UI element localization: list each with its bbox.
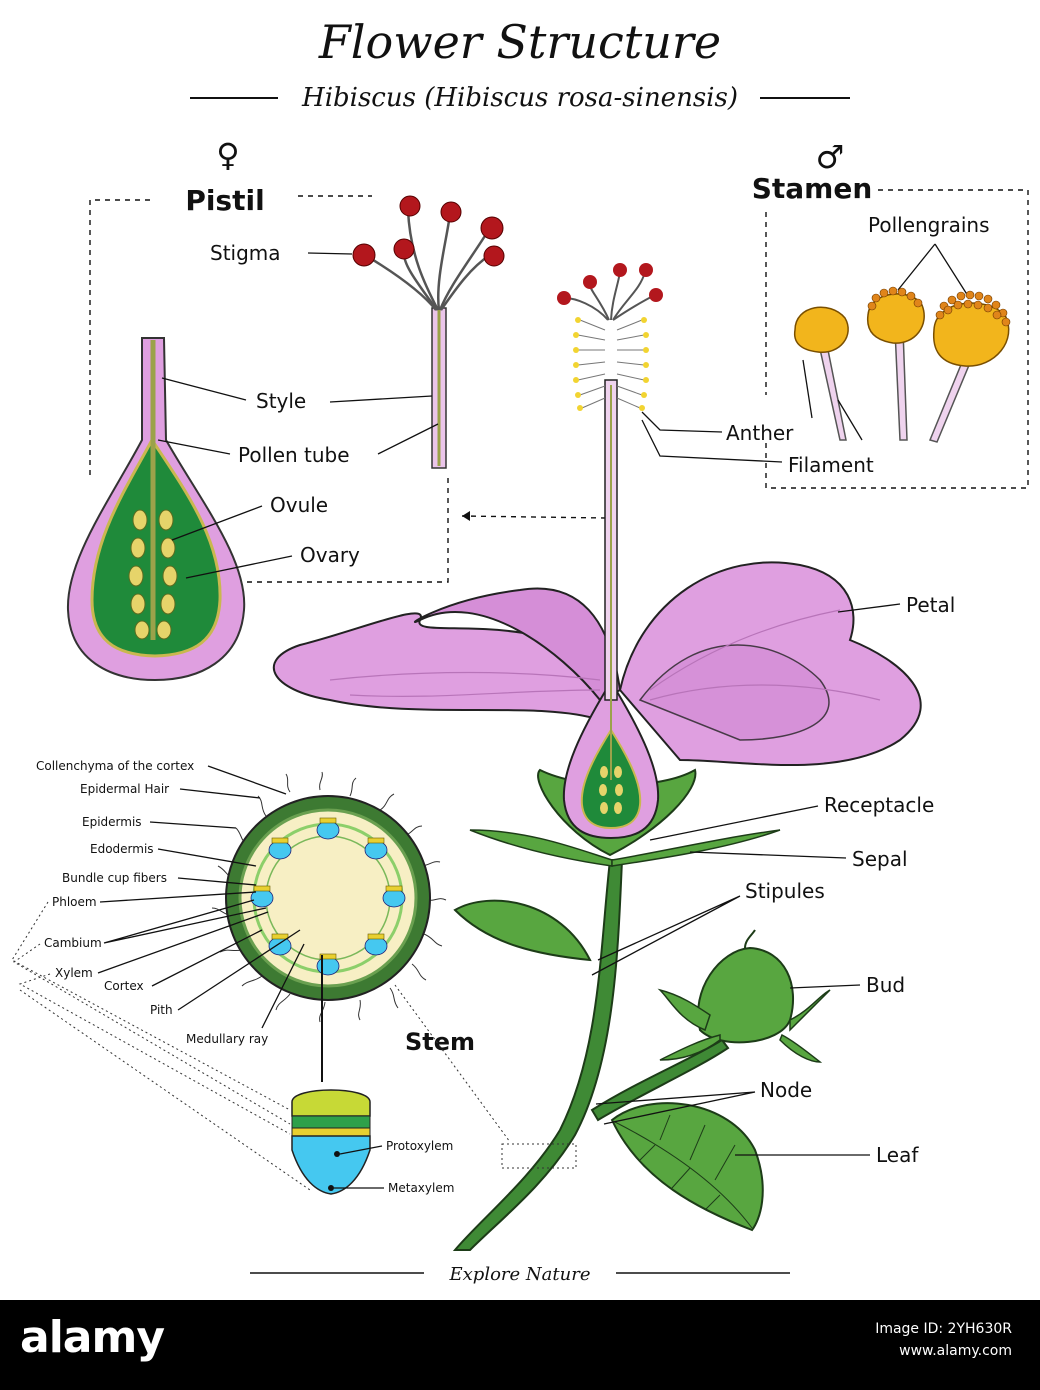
- label-bud: Bud: [866, 973, 905, 997]
- pistil-frame-bottom: [240, 478, 449, 583]
- label-sepal: Sepal: [852, 847, 908, 871]
- caption-explore-nature: Explore Nature: [449, 1264, 591, 1285]
- leader-phloem: [99, 891, 257, 903]
- stem-cross-section-illustration: [211, 771, 447, 1195]
- connector-xylem-lower: [19, 989, 311, 1191]
- pistil-heading: Pistil: [185, 184, 264, 217]
- label-bundle-cup-fibers: Bundle cup fibers: [62, 871, 167, 885]
- leader-anther-left: [641, 411, 723, 433]
- label-leaf: Leaf: [876, 1143, 919, 1167]
- label-ovule: Ovule: [270, 493, 328, 517]
- label-cambium: Cambium: [44, 936, 102, 950]
- label-phloem: Phloem: [52, 895, 97, 909]
- flower-structure-diagram: Flower Structure Hibiscus (Hibiscus rosa…: [11, 15, 1029, 1285]
- leader-filament-left: [641, 419, 783, 463]
- label-xylem: Xylem: [55, 966, 93, 980]
- label-stigma: Stigma: [210, 241, 281, 265]
- label-ovary: Ovary: [300, 543, 360, 567]
- leader-pollen-tube-right: [377, 423, 439, 455]
- label-medullary-ray: Medullary ray: [186, 1032, 268, 1046]
- hibiscus-flower-illustration: [272, 263, 922, 1251]
- leader-ovule: [171, 505, 263, 541]
- stem-sample-box: [501, 1143, 577, 1169]
- leader-edodermis: [157, 848, 257, 867]
- stamen-frame-right: [765, 189, 1029, 489]
- site-url[interactable]: www.alamy.com: [899, 1343, 1012, 1359]
- leader-node: [595, 1091, 756, 1125]
- leader-bud: [789, 984, 861, 989]
- label-style: Style: [256, 389, 306, 413]
- label-collenchyma: Collenchyma of the cortex: [36, 759, 194, 773]
- connector-stem: [394, 984, 511, 1143]
- label-stipules: Stipules: [745, 879, 825, 903]
- leader-style-right: [329, 395, 433, 403]
- label-edodermis: Edodermis: [90, 842, 154, 856]
- leader-ovary: [185, 555, 293, 579]
- leader-pollengrains: [897, 243, 969, 297]
- alamy-logo[interactable]: alamy: [20, 1312, 165, 1363]
- stamen-heading: Stamen: [752, 172, 873, 205]
- stem-heading: Stem: [405, 1028, 475, 1056]
- image-id-block: Image ID: 2YH630R www.alamy.com: [875, 1318, 1012, 1362]
- label-epidermis: Epidermis: [82, 815, 142, 829]
- leader-bundle-cup-fibers: [177, 877, 257, 886]
- label-pith: Pith: [150, 1003, 173, 1017]
- pistil-link-arrowhead-icon: [462, 511, 470, 521]
- label-anther: Anther: [726, 421, 794, 445]
- male-symbol-icon: ♂: [816, 138, 845, 176]
- leader-medullary-ray: [261, 943, 305, 1029]
- label-petal: Petal: [906, 593, 955, 617]
- leader-stigma: [307, 252, 353, 255]
- pistil-link-arrow: [461, 515, 607, 519]
- leader-receptacle: [649, 805, 819, 841]
- watermark-footer-bar: [0, 1300, 1040, 1390]
- leader-cambium: [103, 899, 267, 944]
- page-title: Flower Structure: [318, 15, 721, 69]
- leader-petal: [837, 603, 901, 613]
- label-cortex: Cortex: [104, 979, 144, 993]
- label-node: Node: [760, 1078, 812, 1102]
- label-receptacle: Receptacle: [824, 793, 934, 817]
- label-epidermal-hair: Epidermal Hair: [80, 782, 169, 796]
- pistil-ovary-section: [66, 337, 246, 682]
- label-filament: Filament: [788, 453, 874, 477]
- page-subtitle: Hibiscus (Hibiscus rosa-sinensis): [301, 83, 738, 113]
- leader-anther-right: [802, 359, 813, 419]
- leader-collenchyma: [207, 765, 287, 795]
- leader-cortex: [151, 929, 263, 987]
- leader-pollen-tube-left: [157, 439, 231, 455]
- leader-style-left: [161, 377, 247, 401]
- leader-pith: [177, 929, 301, 1011]
- leader-epidermis: [149, 821, 237, 829]
- label-metaxylem: Metaxylem: [388, 1181, 454, 1195]
- pistil-frame-left: [89, 199, 152, 475]
- image-id: Image ID: 2YH630R: [875, 1321, 1012, 1337]
- leader-stipules: [591, 895, 741, 976]
- leader-protoxylem: [339, 1145, 383, 1155]
- female-symbol-icon: ♀: [216, 136, 239, 174]
- connector-cambium: [13, 943, 291, 1125]
- label-protoxylem: Protoxylem: [386, 1139, 453, 1153]
- label-pollen-tube: Pollen tube: [238, 443, 350, 467]
- pistil-stigma-illustration: [352, 195, 505, 469]
- leader-epidermal-hair: [179, 788, 261, 799]
- label-pollengrains: Pollengrains: [868, 213, 990, 237]
- leader-xylem: [97, 911, 269, 974]
- leader-sepal: [689, 851, 847, 859]
- stamen-anthers-illustration: [793, 286, 1011, 443]
- leader-filament-right: [837, 399, 863, 441]
- connector-xylem: [18, 973, 291, 1135]
